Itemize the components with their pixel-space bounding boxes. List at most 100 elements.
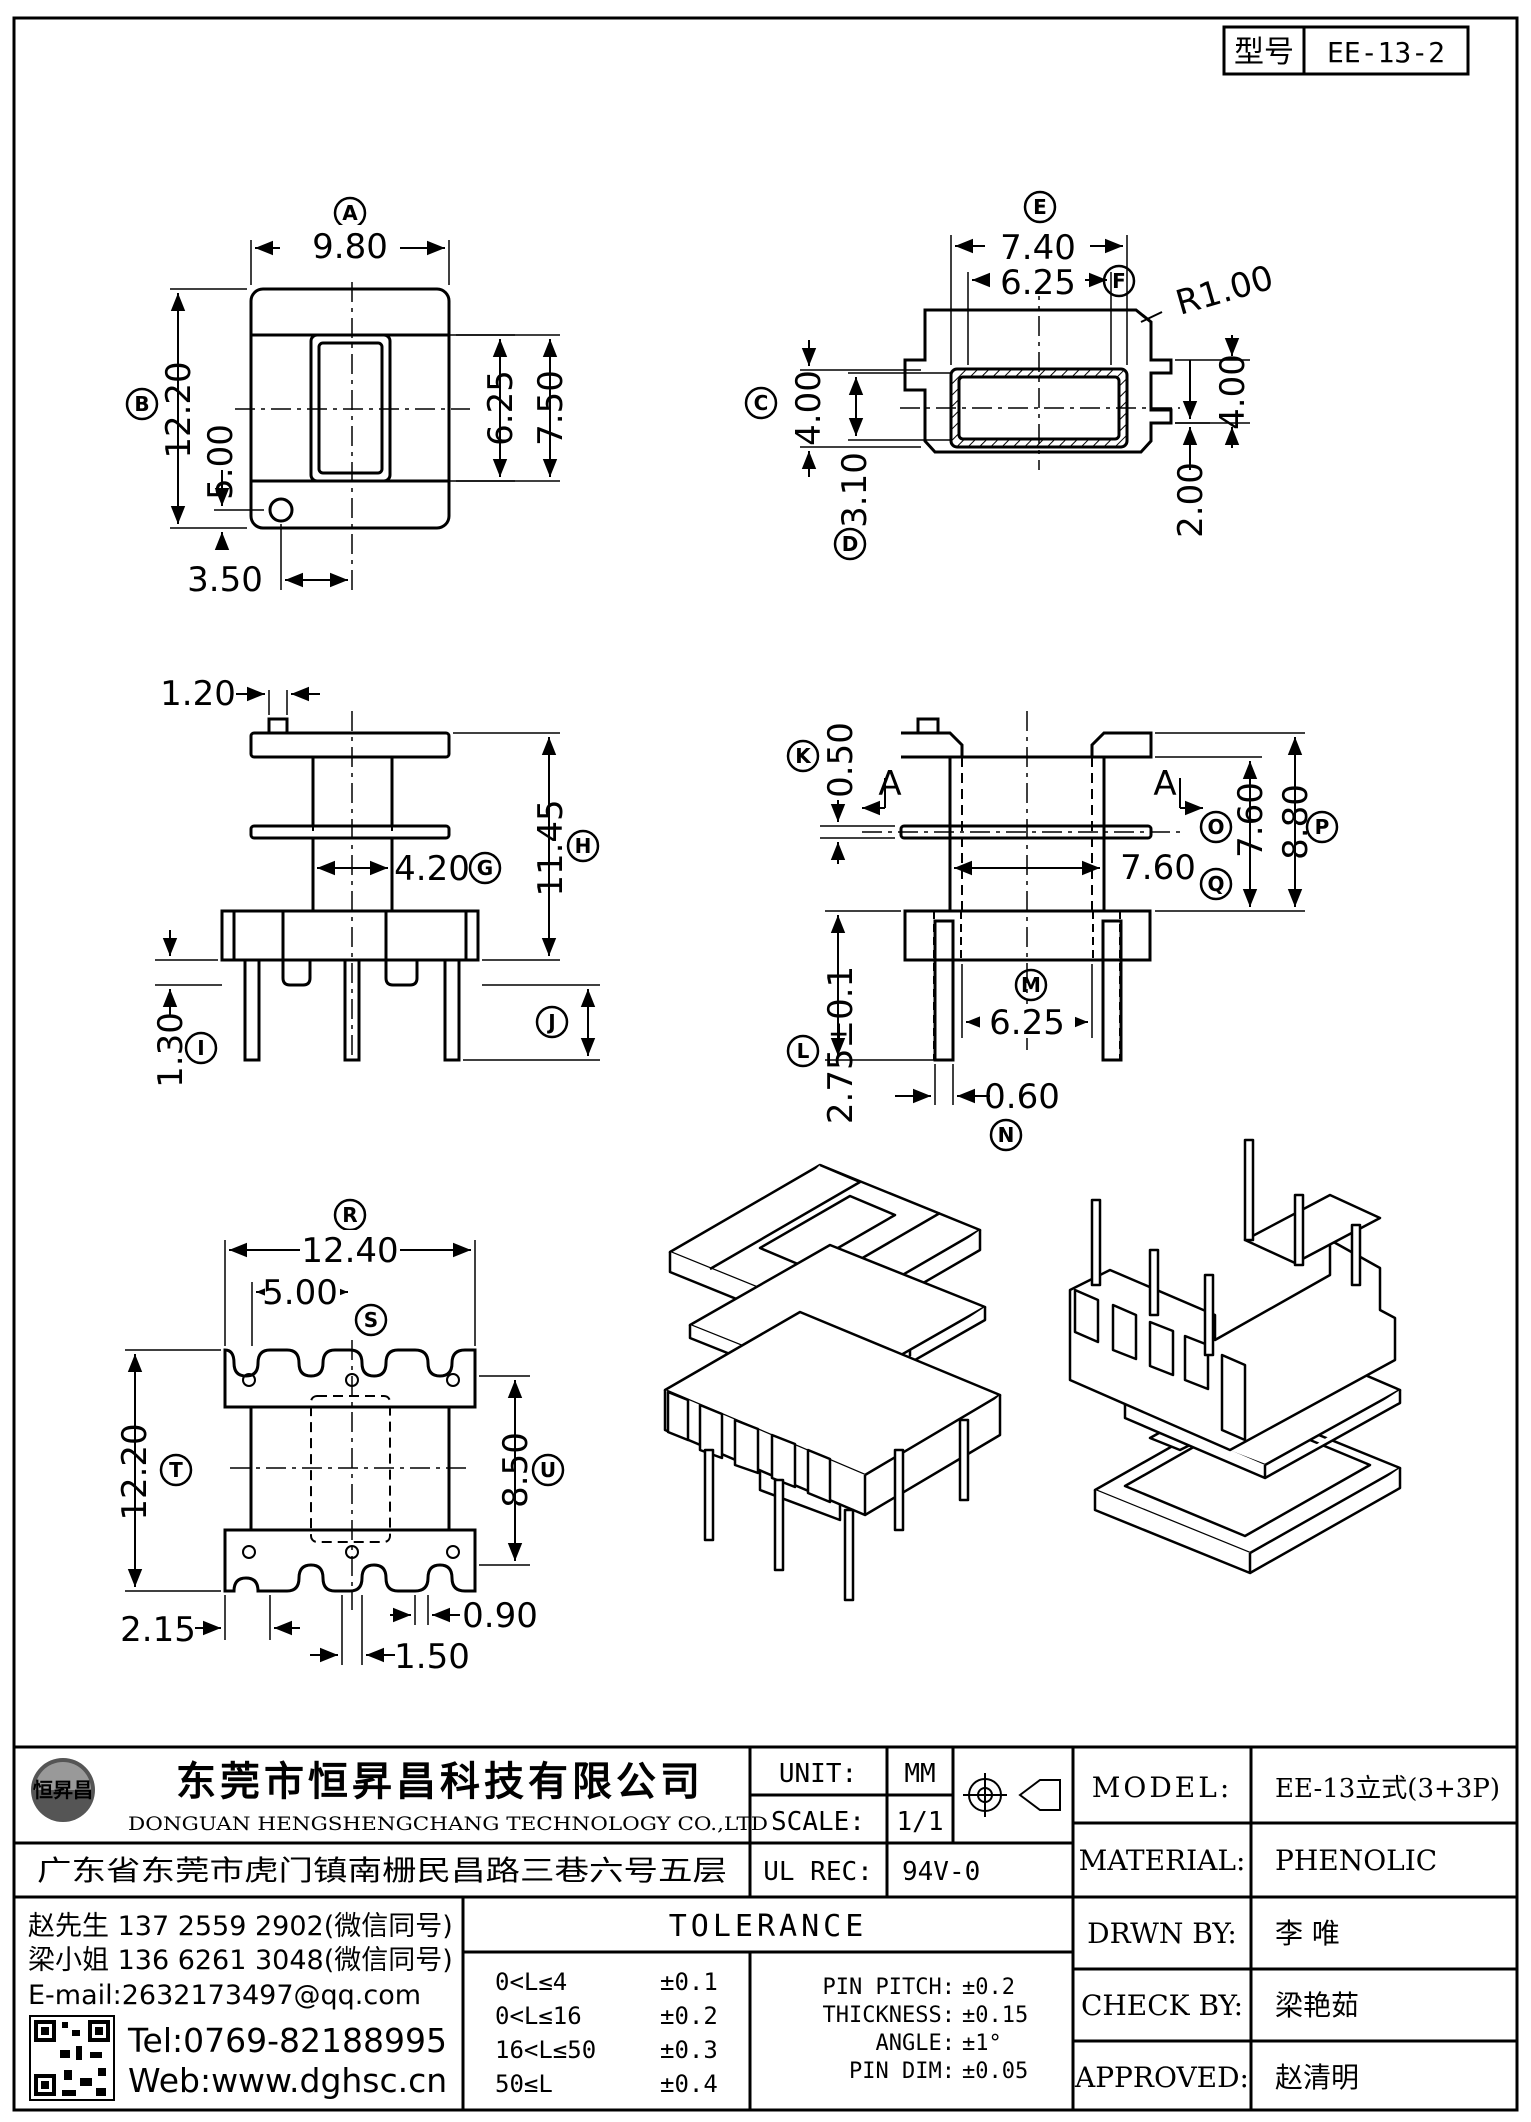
tol-range-1: 0<L≤4 <box>495 1968 567 1996</box>
approved-value: 赵清明 <box>1275 2061 1359 2094</box>
label-c: C <box>754 391 769 415</box>
label-d-circle <box>833 527 867 561</box>
dim-l-value: 2.75±0.1 <box>821 966 861 1124</box>
label-h: H <box>575 834 592 858</box>
dim-k-value: 0.50 <box>821 722 861 798</box>
label-m: M <box>1021 973 1041 997</box>
label-k: K <box>795 744 812 768</box>
dim-right-low: 2.00 <box>1171 462 1211 538</box>
top-view-left-labels: A 9.80 B 12.20 5.00 6.25 7.50 3.50 <box>125 196 571 600</box>
tol-range-4: 50≤L <box>495 2070 553 2098</box>
pin-tol-1: ±0.2 <box>962 1975 1015 2000</box>
dim-c-value: 4.00 <box>789 370 829 446</box>
type-value: EE-13-2 <box>1327 36 1445 69</box>
label-g: G <box>477 856 493 880</box>
dim-r-value: 12.40 <box>301 1231 398 1271</box>
label-n: N <box>998 1123 1015 1147</box>
label-s-circle <box>354 1303 388 1337</box>
label-b: B <box>134 392 149 416</box>
side-view-left-labels: 1.20 4.20 G 11.45 H 1.30 I J <box>151 674 600 1088</box>
label-b-circle <box>125 387 159 421</box>
unit-label: UNIT: <box>779 1759 857 1789</box>
type-box: 型号 EE-13-2 <box>1222 25 1470 76</box>
qr-code-icon <box>29 2015 115 2101</box>
pin-name-4: PIN DIM: <box>849 2059 955 2084</box>
label-f-circle <box>1102 264 1136 298</box>
label-q: Q <box>1207 872 1224 896</box>
label-q-circle <box>1199 867 1233 901</box>
dim-h-value: 11.45 <box>531 799 571 896</box>
label-i-circle <box>184 1031 218 1065</box>
material-label: MATERIAL: <box>1079 1844 1246 1877</box>
scale-value: 1/1 <box>897 1807 944 1837</box>
dim-radius: R1.00 <box>1171 258 1278 324</box>
label-a: A <box>342 201 358 225</box>
label-o: O <box>1207 815 1224 839</box>
dim-q-value: 7.60 <box>1120 848 1196 888</box>
pin-tol-4: ±0.05 <box>962 2059 1028 2084</box>
label-o-circle <box>1199 810 1233 844</box>
company-logo: 恒昇昌 <box>31 1758 95 1822</box>
isometric-assembled-view <box>1068 1138 1402 1575</box>
tol-value-2: ±0.2 <box>660 2002 718 2030</box>
label-d: D <box>842 532 859 556</box>
label-n-circle <box>989 1118 1023 1152</box>
tol-range-2: 0<L≤16 <box>495 2002 582 2030</box>
check-label: CHECK BY: <box>1081 1989 1243 2022</box>
dim-o-value: 7.60 <box>1231 782 1271 858</box>
label-f: F <box>1112 269 1126 293</box>
label-g-circle <box>468 851 502 885</box>
dim-pitch-c: 1.50 <box>394 1637 470 1677</box>
side-view-right-labels: K 0.50 A A O 7.60 8.80 P 7.60 Q M 6.25 L… <box>786 722 1339 1152</box>
label-l: L <box>797 1039 810 1063</box>
dim-top: 1.20 <box>160 674 236 714</box>
label-m-circle <box>1014 968 1048 1002</box>
website: Web:www.dghsc.cn <box>128 2061 447 2100</box>
side-view-left <box>155 686 600 1062</box>
pin-tol-2: ±0.15 <box>962 2003 1028 2028</box>
pin-name-3: ANGLE: <box>876 2031 955 2056</box>
scale-label: SCALE: <box>771 1807 865 1837</box>
dim-pin-y: 5.00 <box>201 424 241 500</box>
label-k-circle <box>786 739 820 773</box>
dim-pitch-a: 2.15 <box>120 1610 196 1650</box>
contact-2: 梁小姐 136 6261 3048(微信同号) <box>28 1945 453 1976</box>
label-h-circle <box>566 829 600 863</box>
dim-s-value: 5.00 <box>262 1273 338 1313</box>
dim-g-value: 4.20 <box>394 849 470 889</box>
dim-d-value: 3.10 <box>835 452 875 528</box>
label-p: P <box>1315 815 1330 839</box>
isometric-exploded-view <box>663 1163 1002 1602</box>
tol-value-4: ±0.4 <box>660 2070 718 2098</box>
bottom-view-pin-dots <box>242 1373 460 1559</box>
section-a-left: A <box>878 764 901 804</box>
top-view-left <box>170 240 560 590</box>
model-label: MODEL: <box>1092 1771 1233 1804</box>
label-l-circle <box>786 1034 820 1068</box>
model-value: EE-13立式(3+3P) <box>1275 1774 1500 1804</box>
dim-pitch-b: 0.90 <box>462 1596 538 1636</box>
dim-n-value: 0.60 <box>984 1077 1060 1117</box>
label-r: R <box>342 1203 357 1227</box>
company-address: 广东省东莞市虎门镇南栅民昌路三巷六号五层 <box>37 1854 727 1887</box>
dim-a-value: 9.80 <box>312 227 388 267</box>
label-e-circle <box>1023 190 1057 224</box>
drwn-value: 李 唯 <box>1275 1917 1340 1950</box>
label-s: S <box>364 1308 378 1332</box>
email: E-mail:2632173497@qq.com <box>28 1980 421 2011</box>
label-t: T <box>169 1458 183 1482</box>
dim-f-value: 6.25 <box>1000 263 1076 303</box>
tel: Tel:0769-82188995 <box>127 2021 447 2060</box>
drwn-label: DRWN BY: <box>1087 1917 1237 1950</box>
logo-text: 恒昇昌 <box>33 1778 93 1802</box>
label-e: E <box>1033 195 1047 219</box>
tol-value-1: ±0.1 <box>660 1968 718 1996</box>
dim-m-value: 6.25 <box>989 1003 1065 1043</box>
section-a-right: A <box>1153 764 1176 804</box>
pin-name-2: THICKNESS: <box>823 2003 955 2028</box>
dim-e-value: 7.40 <box>1000 228 1076 268</box>
company-name-cn: 东莞市恒昇昌科技有限公司 <box>176 1759 704 1805</box>
sheet-border <box>12 16 1519 2112</box>
dim-p-value: 8.80 <box>1276 784 1316 860</box>
